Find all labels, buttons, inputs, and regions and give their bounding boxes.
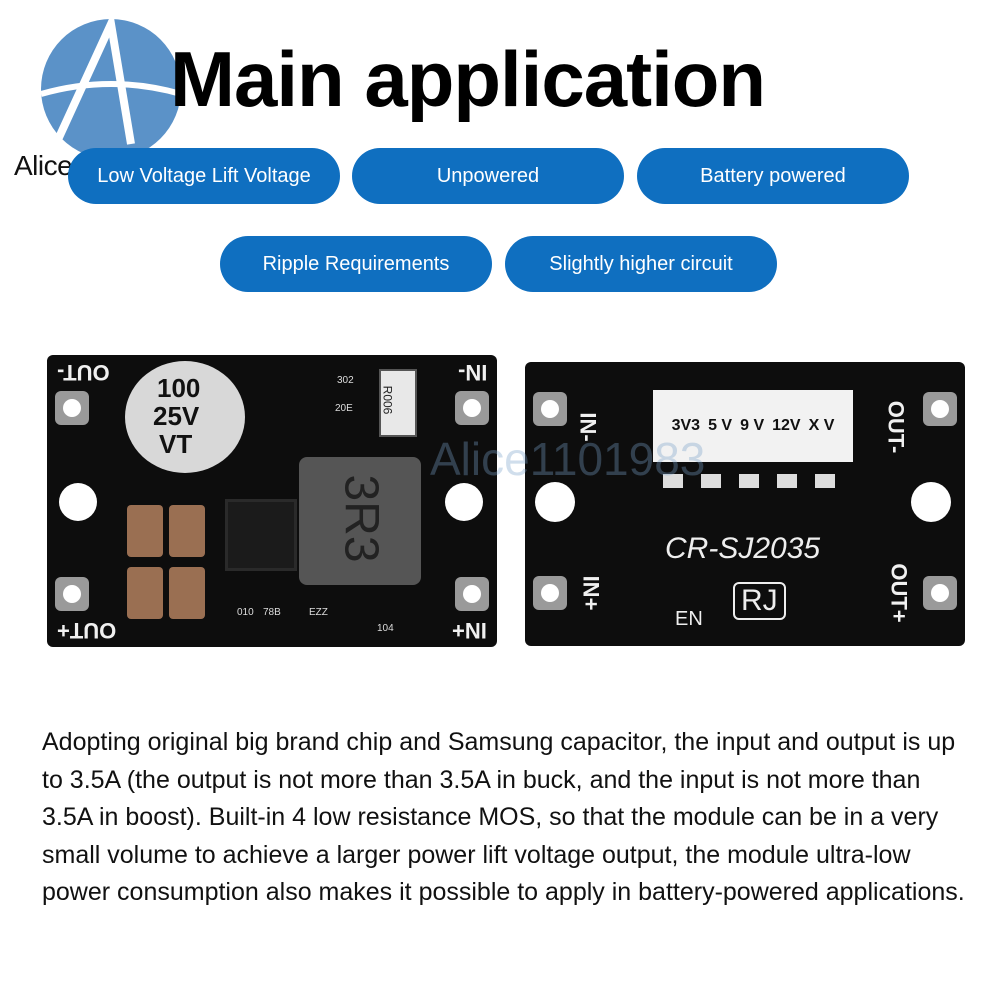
tag-battery-powered: Battery powered xyxy=(637,148,909,204)
front-out-plus: OUT+ xyxy=(57,618,117,643)
back-hole-large xyxy=(911,482,951,522)
back-out-plus: OUT+ xyxy=(886,563,912,623)
smd-code: 78B xyxy=(263,607,281,618)
smd-code: 010 xyxy=(237,607,254,618)
smd-code: 302 xyxy=(337,375,354,386)
back-hole xyxy=(541,584,559,602)
page-title: Main application xyxy=(170,35,766,123)
back-hole-large xyxy=(535,482,575,522)
back-hole xyxy=(541,400,559,418)
voltage-3v3: 3V3 xyxy=(671,417,701,434)
tag-slightly-higher-circuit: Slightly higher circuit xyxy=(505,236,777,292)
ceramic-capacitor xyxy=(169,505,205,557)
en-label: EN xyxy=(675,608,703,630)
model-name: CR-SJ2035 xyxy=(665,532,821,565)
jumper-pads xyxy=(663,474,835,488)
ic-chip xyxy=(225,499,297,571)
front-hole xyxy=(463,399,481,417)
resistor: R006 xyxy=(379,369,417,437)
tag-low-voltage-lift: Low Voltage Lift Voltage xyxy=(68,148,340,204)
brand-mark: RJ xyxy=(733,582,786,620)
smd-code: 20E xyxy=(335,403,353,414)
smd-code: 104 xyxy=(377,623,394,634)
back-hole xyxy=(931,400,949,418)
voltage-5v: 5 V xyxy=(708,417,733,434)
ceramic-capacitor xyxy=(169,567,205,619)
resistor-label: R006 xyxy=(380,385,395,415)
cap-text-1: 100 xyxy=(157,373,201,403)
front-hole xyxy=(63,585,81,603)
description: Adopting original big brand chip and Sam… xyxy=(42,728,965,906)
back-in-plus: IN+ xyxy=(578,575,604,611)
voltage-12v: 12V xyxy=(772,417,801,434)
front-hole xyxy=(63,399,81,417)
tag-ripple-requirements: Ripple Requirements xyxy=(220,236,492,292)
front-hole-large xyxy=(59,483,97,521)
smd-code: EZZ xyxy=(309,607,328,618)
cap-text-2: 25V xyxy=(153,401,200,431)
back-out-minus: OUT- xyxy=(883,400,909,454)
inductor-label: 3R3 xyxy=(334,474,388,563)
watermark: Alice1101983 xyxy=(430,433,706,485)
inductor: 3R3 xyxy=(299,457,421,585)
cap-text-3: VT xyxy=(159,429,193,459)
front-out-minus: OUT- xyxy=(57,360,110,385)
pcb-front: OUT- IN- OUT+ IN+ 100 25V VT 3R3 R006 30… xyxy=(47,355,497,647)
electrolytic-capacitor: 100 25V VT xyxy=(125,361,245,473)
voltage-table: 3V3 5 V 9 V 12V X V xyxy=(653,390,853,462)
tag-unpowered: Unpowered xyxy=(352,148,624,204)
ceramic-capacitor xyxy=(127,567,163,619)
front-in-minus: IN- xyxy=(457,360,487,385)
front-hole xyxy=(463,585,481,603)
ceramic-capacitor xyxy=(127,505,163,557)
voltage-9v: 9 V xyxy=(740,417,765,434)
front-in-plus: IN+ xyxy=(452,618,487,643)
front-hole-large xyxy=(445,483,483,521)
voltage-xv: X V xyxy=(808,417,835,434)
brand-logo xyxy=(40,14,182,159)
pcb-back: IN- IN+ OUT- OUT+ 3V3 5 V 9 V 12V X V CR… xyxy=(525,362,965,646)
back-hole xyxy=(931,584,949,602)
